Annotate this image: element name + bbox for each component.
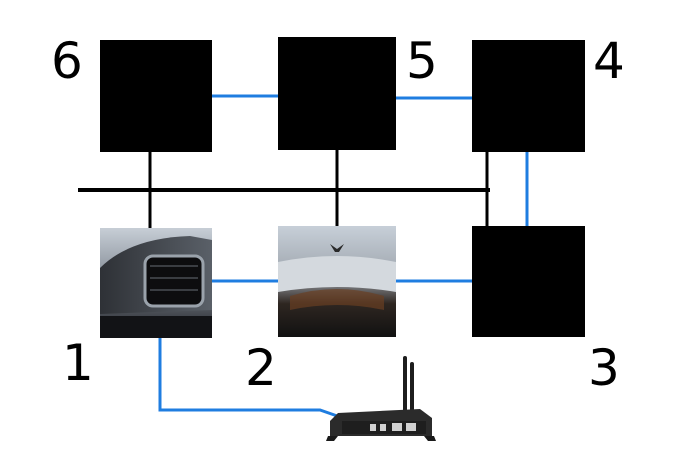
router-device[interactable] — [326, 356, 436, 441]
nodes-layer: 6 5 4 — [51, 32, 625, 441]
router-port-icon — [406, 423, 416, 431]
router-port-icon — [392, 423, 402, 431]
node-4-box[interactable] — [472, 40, 585, 152]
node-1-box[interactable] — [100, 228, 212, 338]
node-2-taillight-glow — [290, 289, 384, 310]
links-layer — [78, 94, 529, 420]
node-3-box[interactable] — [472, 226, 585, 337]
node-label-3: 3 — [588, 339, 620, 397]
node-label-6: 6 — [51, 32, 83, 90]
node-label-2: 2 — [245, 339, 277, 397]
router-port-icon — [380, 424, 386, 431]
router-foot — [326, 436, 338, 441]
node-5-box[interactable] — [278, 37, 396, 150]
router-port-icon — [370, 424, 376, 431]
node-1-grille — [143, 254, 205, 308]
node-label-5: 5 — [406, 32, 438, 90]
node-6-box[interactable] — [100, 40, 212, 152]
node-2-emblem-icon — [330, 244, 344, 252]
link-1-router — [158, 338, 344, 420]
node-1-ground — [100, 316, 212, 338]
node-label-4: 4 — [593, 32, 625, 90]
node-2-car-body — [278, 256, 396, 292]
node-label-1: 1 — [62, 334, 94, 392]
router-foot — [424, 436, 436, 441]
node-2-box[interactable] — [278, 226, 396, 337]
